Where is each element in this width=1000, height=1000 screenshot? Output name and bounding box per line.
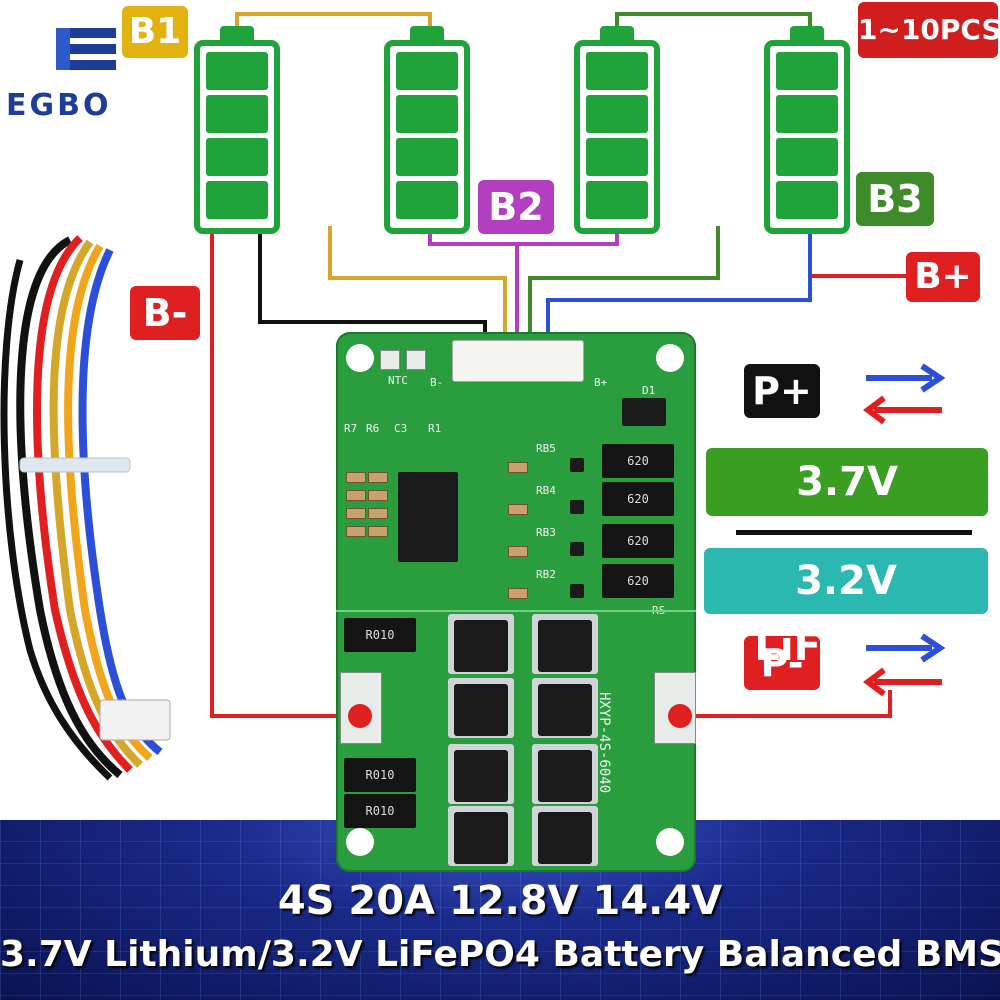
label-lifepo4: 3.2V LiFePO4 <box>704 548 988 670</box>
discharge-arrows-icon <box>863 633 946 697</box>
silk-c3: C3 <box>394 422 408 435</box>
charge-arrows-icon <box>863 363 946 425</box>
caption-line-2: 3.7V Lithium/3.2V LiFePO4 Battery Balanc… <box>0 934 1000 975</box>
sense-resistor-2: R010 <box>344 758 416 792</box>
p-minus-terminal-dot <box>668 704 692 728</box>
silk-rb5: RB5 <box>536 442 556 455</box>
mosfet-8 <box>538 812 592 864</box>
mosfet-1 <box>454 620 508 672</box>
brand-logo <box>6 28 166 128</box>
battery-cell-3 <box>574 26 660 234</box>
silk-bplus: B+ <box>594 376 608 389</box>
label-b-minus: B- <box>130 286 200 340</box>
battery-cell-1 <box>194 26 280 234</box>
label-p-minus: P- <box>744 636 820 690</box>
label-b2: B2 <box>478 180 554 234</box>
label-p-plus: P+ <box>744 364 820 418</box>
balance-connector <box>452 340 584 382</box>
wire-red-pminus <box>680 690 892 718</box>
sense-resistor-3: R010 <box>344 794 416 828</box>
bms-pcb-board: NTC B+ B- D1 R7 R6 C3 R1 RB5 RB4 RB3 RB2… <box>336 332 696 872</box>
mosfet-7 <box>454 812 508 864</box>
sense-resistor-1: R010 <box>344 618 416 652</box>
silk-rb2: RB2 <box>536 568 556 581</box>
mosfet-2 <box>538 620 592 672</box>
silk-d1: D1 <box>642 384 656 397</box>
silk-ntc: NTC <box>388 374 408 387</box>
silk-bminus: B- <box>430 376 444 389</box>
diode-d1 <box>622 398 666 426</box>
wire-yellow <box>328 226 507 360</box>
bms-ic-chip <box>398 472 458 562</box>
mosfet-5 <box>454 750 508 802</box>
wire-purple-top <box>428 226 619 246</box>
wire-red-bminus <box>210 226 360 718</box>
logo-mark-icon <box>56 28 116 70</box>
balance-cable-icon <box>0 235 171 781</box>
balance-resistor-3: 620 <box>602 524 674 558</box>
mosfet-4 <box>538 684 592 736</box>
silk-r1: R1 <box>428 422 442 435</box>
label-b3: B3 <box>856 172 934 226</box>
wire-yellow-top <box>235 12 432 36</box>
logo-text: EGBO <box>6 88 112 123</box>
wire-green <box>528 226 720 360</box>
silk-rb4: RB4 <box>536 484 556 497</box>
silk-model: HXYP-4S-6040 <box>596 692 612 794</box>
balance-resistor-4: 620 <box>602 564 674 598</box>
battery-cell-4 <box>764 26 850 234</box>
mosfet-6 <box>538 750 592 802</box>
caption-line-1: 4S 20A 12.8V 14.4V <box>277 878 723 924</box>
label-b-plus: B+ <box>906 252 980 302</box>
quantity-badge: 1~10PCS <box>858 2 1000 58</box>
balance-resistor-1: 620 <box>602 444 674 478</box>
silk-r6: R6 <box>366 422 380 435</box>
silk-r7: R7 <box>344 422 358 435</box>
wire-blue <box>546 226 812 360</box>
battery-cell-2 <box>384 26 470 234</box>
divider-line <box>736 530 972 535</box>
b-minus-terminal-dot <box>348 704 372 728</box>
balance-resistor-2: 620 <box>602 482 674 516</box>
label-b1: B1 <box>122 6 188 58</box>
label-lithium: 3.7V Lithium <box>706 448 988 573</box>
wire-green-top <box>615 12 812 36</box>
mosfet-3 <box>454 684 508 736</box>
silk-rb3: RB3 <box>536 526 556 539</box>
